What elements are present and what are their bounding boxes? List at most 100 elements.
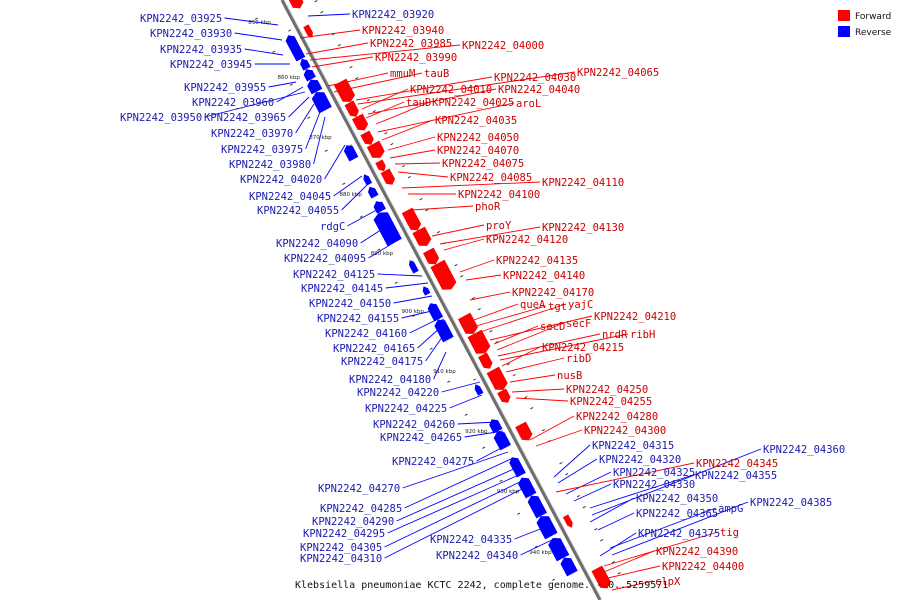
label-leader-line <box>501 346 541 367</box>
gene-label: KPN2242_04025 <box>432 97 514 109</box>
feature-marker <box>320 11 324 14</box>
gene-label: KPN2242_04285 <box>320 503 402 515</box>
reverse-gene-arrow <box>489 419 503 434</box>
scale-tick-label: 920 kbp <box>465 429 488 435</box>
feature-marker <box>254 17 258 20</box>
gene-label: KPN2242_03950 <box>120 112 202 124</box>
scale-tick-mark <box>473 378 477 381</box>
gene-label: KPN2242_04365 <box>636 508 718 520</box>
gene-label: KPN2242_04095 <box>284 253 366 265</box>
feature-marker <box>366 99 371 102</box>
label-leader-line <box>288 96 310 118</box>
gene-label: KPN2242_04070 <box>437 145 519 157</box>
gene-label: KPN2242_04050 <box>437 132 519 144</box>
label-leader-line <box>377 273 423 277</box>
feature-marker <box>372 110 376 113</box>
label-leader-line <box>387 473 522 534</box>
label-leader-line <box>555 462 695 493</box>
gene-label: KPN2242_04100 <box>458 189 540 201</box>
gene-label: KPN2242_04270 <box>318 483 400 495</box>
gene-label: KPN2242_04315 <box>592 440 674 452</box>
gene-label: ribD <box>566 353 591 365</box>
label-leader-line <box>597 512 635 531</box>
label-leader-line <box>384 479 525 548</box>
label-leader-line <box>333 175 363 197</box>
feature-marker <box>401 165 406 168</box>
gene-label: KPN2242_04330 <box>613 479 695 491</box>
feature-marker <box>600 539 604 542</box>
label-leader-line <box>441 381 481 393</box>
gene-label: KPN2242_04180 <box>349 374 431 386</box>
feature-marker <box>272 50 276 53</box>
feature-marker <box>454 264 458 267</box>
feature-marker <box>464 413 468 416</box>
gene-label: KPN2242_03980 <box>229 159 311 171</box>
forward-gene-arrow <box>333 78 355 102</box>
label-leader-line <box>401 181 541 189</box>
label-leader-line <box>305 111 321 150</box>
reverse-gene-arrow <box>285 35 306 62</box>
scale-tick-label: 900 kbp <box>401 309 424 315</box>
legend-reverse-label: Reverse <box>855 28 892 38</box>
reverse-gene-arrow <box>311 92 332 114</box>
label-leader-line <box>603 550 655 573</box>
gene-label: KPN2242_03925 <box>140 13 222 25</box>
gene-label: KPN2242_04085 <box>450 172 532 184</box>
label-leader-line <box>464 430 504 438</box>
feature-marker <box>394 281 398 284</box>
gene-label: KPN2242_04155 <box>317 313 399 325</box>
label-leader-line <box>244 48 284 56</box>
forward-gene-arrow <box>366 140 385 158</box>
feature-marker <box>559 462 563 465</box>
reverse-gene-arrow <box>343 145 359 162</box>
forward-gene-arrow <box>352 113 369 131</box>
label-leader-line <box>341 183 369 211</box>
label-leader-line <box>611 501 749 556</box>
label-leader-line <box>433 351 447 380</box>
gene-label: KPN2242_04175 <box>341 356 423 368</box>
reverse-gene-arrow <box>368 186 379 199</box>
feature-marker <box>419 198 423 201</box>
gene-label: KPN2242_03945 <box>170 59 252 71</box>
gene-label: KPN2242_03960 <box>192 97 274 109</box>
label-leader-line <box>234 32 283 41</box>
feature-marker <box>425 209 429 212</box>
label-leader-line <box>611 580 654 591</box>
label-leader-line <box>603 531 719 567</box>
gene-label: proY <box>486 220 512 232</box>
reverse-gene-arrow <box>363 174 373 186</box>
feature-marker <box>377 248 381 251</box>
forward-gene-arrow <box>562 514 573 528</box>
label-leader-line <box>311 56 374 68</box>
legend-forward-label: Forward <box>855 12 891 22</box>
reverse-gene-arrow <box>509 457 526 478</box>
forward-gene-arrow <box>412 226 432 246</box>
feature-marker <box>552 578 556 581</box>
feature-marker <box>289 83 293 86</box>
feature-marker <box>576 495 580 498</box>
forward-gene-arrow <box>288 0 304 9</box>
label-leader-line <box>431 224 485 237</box>
label-leader-line <box>439 226 541 245</box>
label-leader-line <box>384 485 529 559</box>
feature-marker <box>524 396 528 399</box>
label-leader-line <box>411 205 474 211</box>
label-leader-line <box>565 471 612 495</box>
feature-marker <box>436 231 441 234</box>
reverse-gene-arrow <box>373 201 386 214</box>
scale-tick-label: 870 kbp <box>309 135 332 141</box>
reverse-gene-arrow <box>527 495 547 519</box>
label-leader-line <box>449 394 483 409</box>
label-leader-line <box>375 101 431 125</box>
scale-tick-label: 940 kbp <box>529 550 552 556</box>
gene-label: KPN2242_04335 <box>430 534 512 546</box>
feature-marker <box>482 446 486 449</box>
gene-label: KPN2242_03975 <box>221 144 303 156</box>
feature-marker <box>359 215 363 218</box>
feature-marker <box>355 77 359 80</box>
reverse-gene-arrow <box>422 286 431 296</box>
gene-label: KPN2242_04040 <box>498 84 580 96</box>
gene-label: KPN2242_04400 <box>662 561 744 573</box>
gene-label: KPN2242_04320 <box>599 454 681 466</box>
gene-label: KPN2242_04325 <box>613 467 695 479</box>
